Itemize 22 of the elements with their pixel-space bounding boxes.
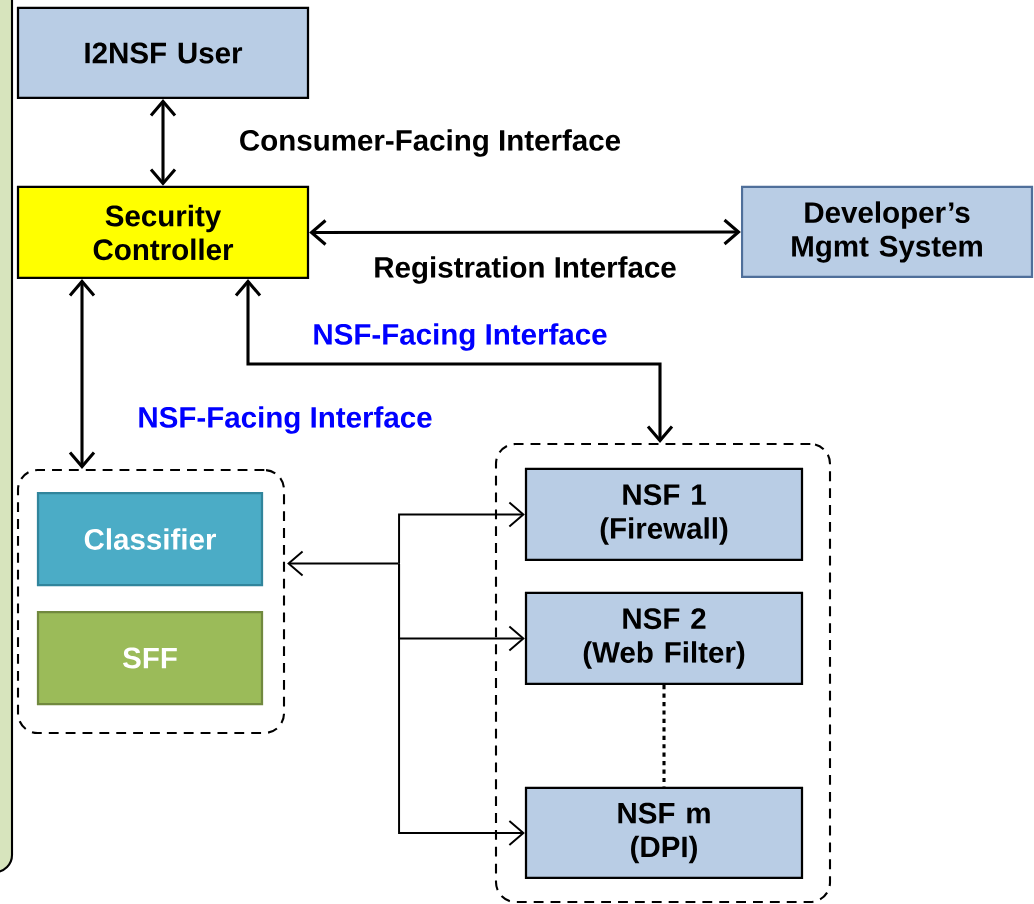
edge-label: NSF-Facing Interface	[135, 404, 435, 436]
edge-label: Consumer-Facing Interface	[237, 127, 623, 159]
controller-box: Security Controller	[16, 185, 310, 280]
arrow	[149, 99, 177, 186]
arrow	[234, 279, 674, 443]
arrow	[398, 562, 525, 846]
arrow	[309, 218, 741, 246]
edge-label: Registration Interface	[371, 254, 679, 286]
function-box: NSF 2 (Web Filter)	[524, 591, 804, 686]
arrow	[68, 279, 96, 469]
arrow	[398, 501, 525, 565]
edge-label: NSF-Facing Interface	[310, 321, 610, 353]
function-box: NSF 1 (Firewall)	[524, 467, 804, 562]
connector-line	[662, 685, 666, 787]
arrow	[287, 550, 399, 577]
classifier-box: Classifier	[36, 491, 264, 587]
group-box	[16, 468, 286, 735]
entity-box: I2NSF User	[16, 6, 310, 100]
forwarder-box: SFF	[36, 610, 264, 706]
function-box: NSF m (DPI)	[524, 786, 804, 880]
system-box: Developer’s Mgmt System	[740, 185, 1034, 279]
group-box	[494, 442, 832, 904]
